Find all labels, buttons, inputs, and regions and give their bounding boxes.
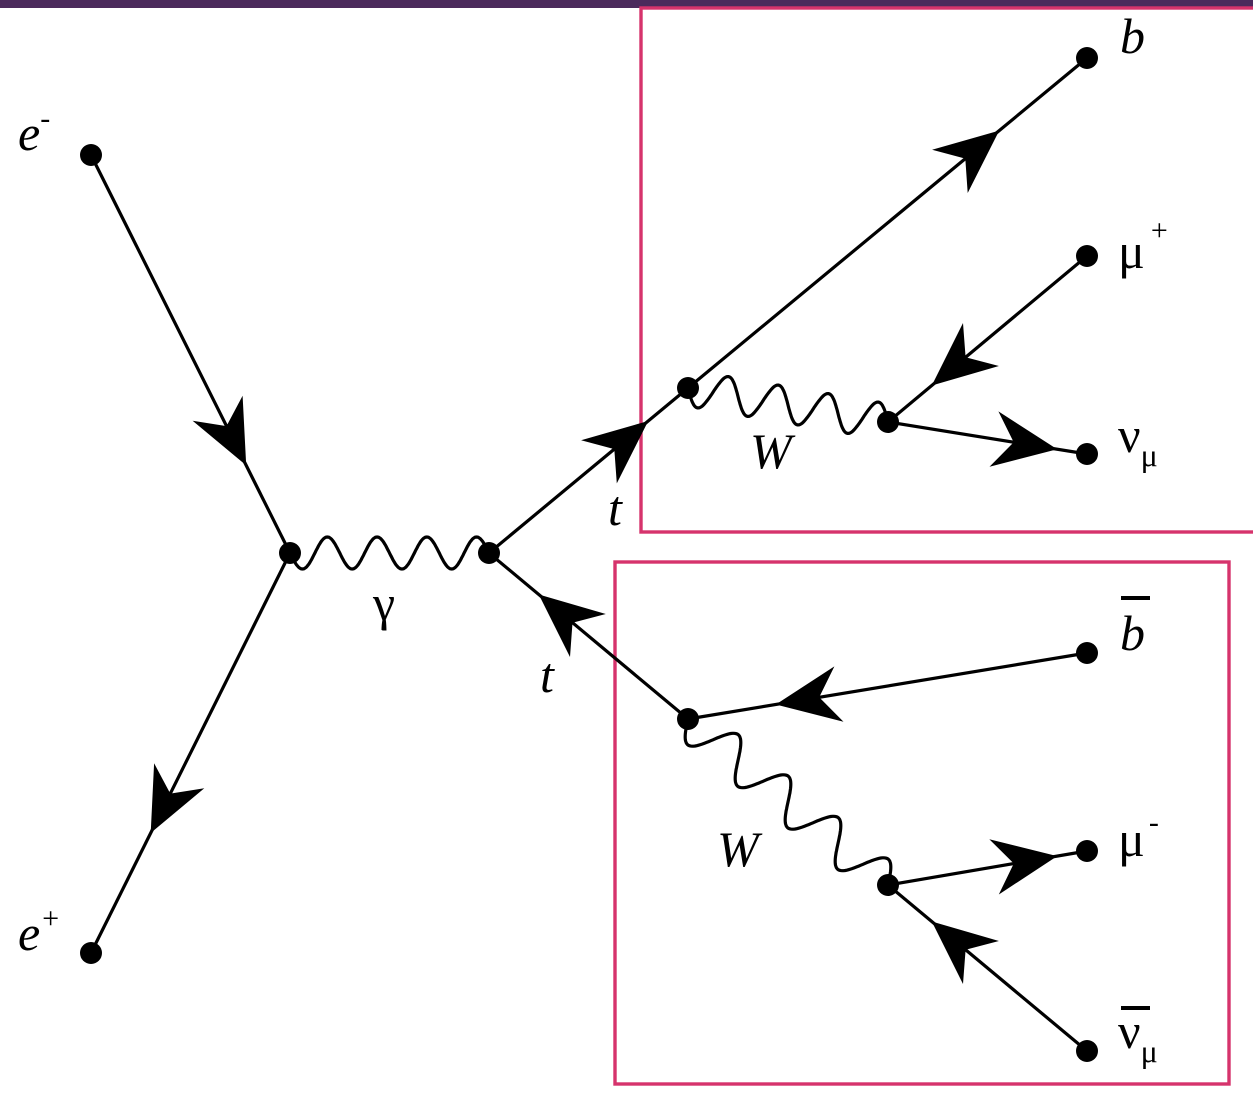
- label-photon: γ: [372, 575, 395, 631]
- vertex-w-minus-decay: [877, 874, 899, 896]
- label-b-bar: b: [1120, 596, 1150, 661]
- mu-plus-arrow: [931, 323, 999, 386]
- label-w-boson-upper: W: [750, 423, 796, 479]
- electron-arrow: [192, 395, 247, 466]
- vertex-pair-production: [478, 542, 500, 564]
- label-mu-minus: μ-: [1118, 806, 1159, 867]
- b-bar-line: [687, 651, 1088, 721]
- electron-line: [89, 154, 292, 554]
- vertex-positron-in: [80, 942, 102, 964]
- vertex-nu-mu-out: [1076, 443, 1098, 465]
- vertex-b-bar-out: [1076, 642, 1098, 664]
- nu-mu-bar-line: [886, 883, 1089, 1053]
- vertex-w-plus-decay: [877, 411, 899, 433]
- b-bar-arrow: [775, 666, 844, 722]
- vertex-mu-minus-out: [1076, 840, 1098, 862]
- top-decay-highlight-box: [639, 6, 1253, 534]
- antitop-quark-line: [487, 551, 690, 721]
- positron-arrow: [150, 763, 205, 833]
- label-electron: e-: [18, 102, 50, 161]
- top-quark-arrow: [581, 421, 649, 484]
- svg-text:νμ: νμ: [1118, 1003, 1158, 1069]
- mu-minus-arrow: [989, 839, 1058, 895]
- nu-mu-arrow: [989, 411, 1058, 467]
- label-nu-mu-bar: νμ: [1118, 1003, 1158, 1069]
- vertex-electron-in: [80, 144, 102, 166]
- top-quark-line: [487, 386, 690, 555]
- vertex-antitop-decay: [677, 708, 699, 730]
- mu-plus-line: [886, 254, 1089, 424]
- svg-text:b: b: [1120, 605, 1145, 661]
- b-quark-arrow: [932, 130, 1000, 193]
- photon-propagator: [288, 535, 491, 571]
- w-boson-lower-propagator: [683, 718, 893, 886]
- vertex-nu-mu-bar-out: [1076, 1040, 1098, 1062]
- antitop-decay-highlight-box: [613, 560, 1231, 1086]
- vertex-annihilation: [279, 542, 301, 564]
- label-nu-mu: νμ: [1118, 407, 1158, 473]
- vertex-top-decay: [677, 377, 699, 399]
- label-antitop-quark: t: [540, 647, 555, 703]
- label-b-quark: b: [1120, 8, 1145, 64]
- top-accent-bar: [0, 0, 1253, 8]
- nu-mu-bar-arrow: [931, 921, 999, 984]
- w-boson-upper-propagator: [686, 375, 890, 435]
- vertex-mu-plus-out: [1076, 245, 1098, 267]
- vertex-b-out: [1076, 47, 1098, 69]
- positron-line: [89, 552, 292, 954]
- label-w-boson-lower: W: [717, 821, 763, 877]
- label-top-quark: t: [608, 480, 623, 536]
- antitop-quark-arrow: [538, 594, 606, 657]
- label-mu-plus: μ+: [1118, 214, 1168, 279]
- b-quark-line: [686, 56, 1089, 390]
- label-positron: e+: [18, 902, 60, 961]
